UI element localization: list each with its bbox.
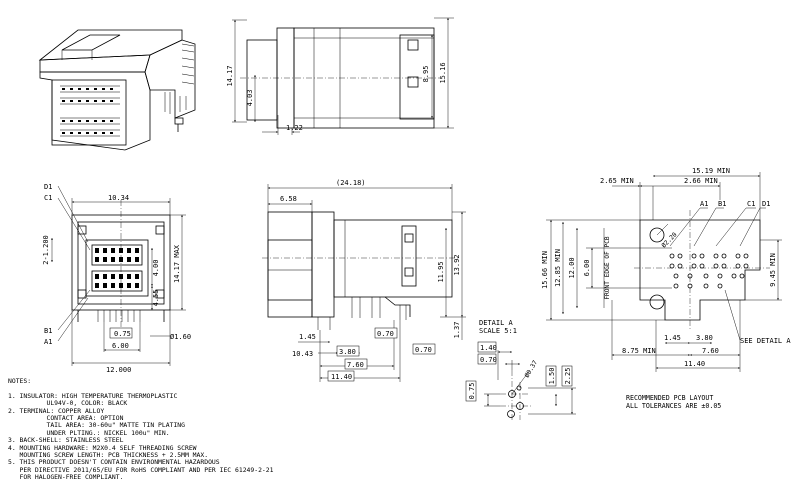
dim-10-43: 10.43 — [292, 350, 313, 358]
dim-1-45-side: 1.45 — [299, 333, 316, 341]
label-a1-pcb: A1 — [700, 200, 708, 208]
dim-1-37: 1.37 — [453, 322, 461, 339]
dim-10-34: 10.34 — [108, 194, 129, 202]
dim-24-18: (24.18) — [336, 179, 366, 187]
dim-12-000: 12.000 — [106, 366, 131, 374]
dim-4-55: 4.55 — [152, 290, 160, 307]
dim-15-16: 15.16 — [439, 62, 447, 83]
dim-11-95: 11.95 — [437, 261, 445, 282]
dim-2x1-200: 2-1.200 — [42, 235, 50, 265]
dim-6-00-pcb: 6.00 — [583, 260, 591, 277]
dim-2-66-min: 2.66 MIN — [684, 177, 718, 185]
dim-0-75-front: 0.75 — [114, 330, 131, 338]
label-b1-pcb: B1 — [718, 200, 726, 208]
dim-6-00-front: 6.00 — [112, 342, 129, 350]
notes-title: NOTES: — [8, 377, 32, 385]
dim-1-40: 1.40 — [480, 344, 497, 352]
label-c1-pcb: C1 — [747, 200, 755, 208]
dim-1-45-pcb: 1.45 — [664, 334, 681, 342]
label-see-detail: SEE DETAIL A — [740, 337, 791, 345]
front-view: 10.34 2-1.200 4.00 4.55 14.17 MAX 0.75 6… — [42, 183, 191, 374]
dim-3-80-pcb: 3.80 — [696, 334, 713, 342]
label-front-edge: FRONT EDGE OF PCB — [604, 236, 611, 300]
detail-a-view: DETAIL A SCALE 5:1 1.40 0.70 0.75 1.50 2… — [465, 319, 576, 422]
dim-4-03: 4.03 — [246, 90, 254, 107]
label-b1-front: B1 — [44, 327, 52, 335]
dim-11-40-pcb: 11.40 — [684, 360, 705, 368]
dim-1-22: 1.22 — [286, 124, 303, 132]
dim-0-70-det: 0.70 — [480, 356, 497, 364]
dim-7-60-side: 7.60 — [347, 361, 364, 369]
dim-11-40-side: 11.40 — [331, 373, 352, 381]
dim-6-58: 6.58 — [280, 195, 297, 203]
notes-lines: 1. INSULATOR: HIGH TEMPERATURE THERMOPLA… — [8, 391, 274, 482]
dim-3-80-side: 3.80 — [339, 348, 356, 356]
dim-dia-0-37: Ø0.37 — [523, 359, 539, 379]
dim-15-19-min: 15.19 MIN — [692, 167, 730, 175]
dim-12-00: 12.00 — [568, 257, 576, 278]
label-a1-front: A1 — [44, 338, 52, 346]
dim-15-66-min: 15.66 MIN — [541, 251, 549, 289]
dim-12-85-min: 12.85 MIN — [554, 249, 562, 287]
dim-0-70-b: 0.70 — [415, 346, 432, 354]
detail-scale: SCALE 5:1 — [479, 327, 517, 335]
dim-0-75-det: 0.75 — [468, 383, 476, 400]
label-d1-front: D1 — [44, 183, 52, 191]
dim-2-65-min: 2.65 MIN — [600, 177, 634, 185]
dim-14-17-top: 14.17 — [226, 65, 234, 86]
label-c1-front: C1 — [44, 194, 52, 202]
dim-8-95: 8.95 — [422, 66, 430, 83]
dim-9-45-min: 9.45 MIN — [769, 253, 777, 287]
pcb-layout-view: 15.19 MIN 2.65 MIN 2.66 MIN 15.66 MIN 12… — [541, 167, 791, 372]
dim-0-70-a: 0.70 — [377, 330, 394, 338]
dim-14-17-max: 14.17 MAX — [173, 244, 181, 283]
dim-13-92: 13.92 — [453, 254, 461, 275]
dim-4-00: 4.00 — [152, 260, 160, 277]
pcb-layout-note: RECOMMENDED PCB LAYOUT ALL TOLERANCES AR… — [626, 394, 722, 410]
detail-title: DETAIL A — [479, 319, 514, 327]
dim-1-50: 1.50 — [548, 368, 556, 385]
dim-7-60-pcb: 7.60 — [702, 347, 719, 355]
top-view: 14.17 4.03 1.22 8.95 15.16 — [226, 17, 454, 135]
dim-2-25: 2.25 — [564, 368, 572, 385]
isometric-view — [38, 29, 196, 151]
dim-dia-2-20: Ø2.20 — [660, 230, 679, 249]
dim-8-75-min: 8.75 MIN — [622, 347, 656, 355]
side-view: (24.18) 6.58 11.95 13.92 1.37 1.45 3.80 … — [262, 179, 466, 382]
label-d1-pcb: D1 — [762, 200, 770, 208]
dim-dia-1-60: Ø1.60 — [170, 333, 191, 341]
notes-block: NOTES: 1. INSULATOR: HIGH TEMPERATURE TH… — [8, 377, 274, 482]
